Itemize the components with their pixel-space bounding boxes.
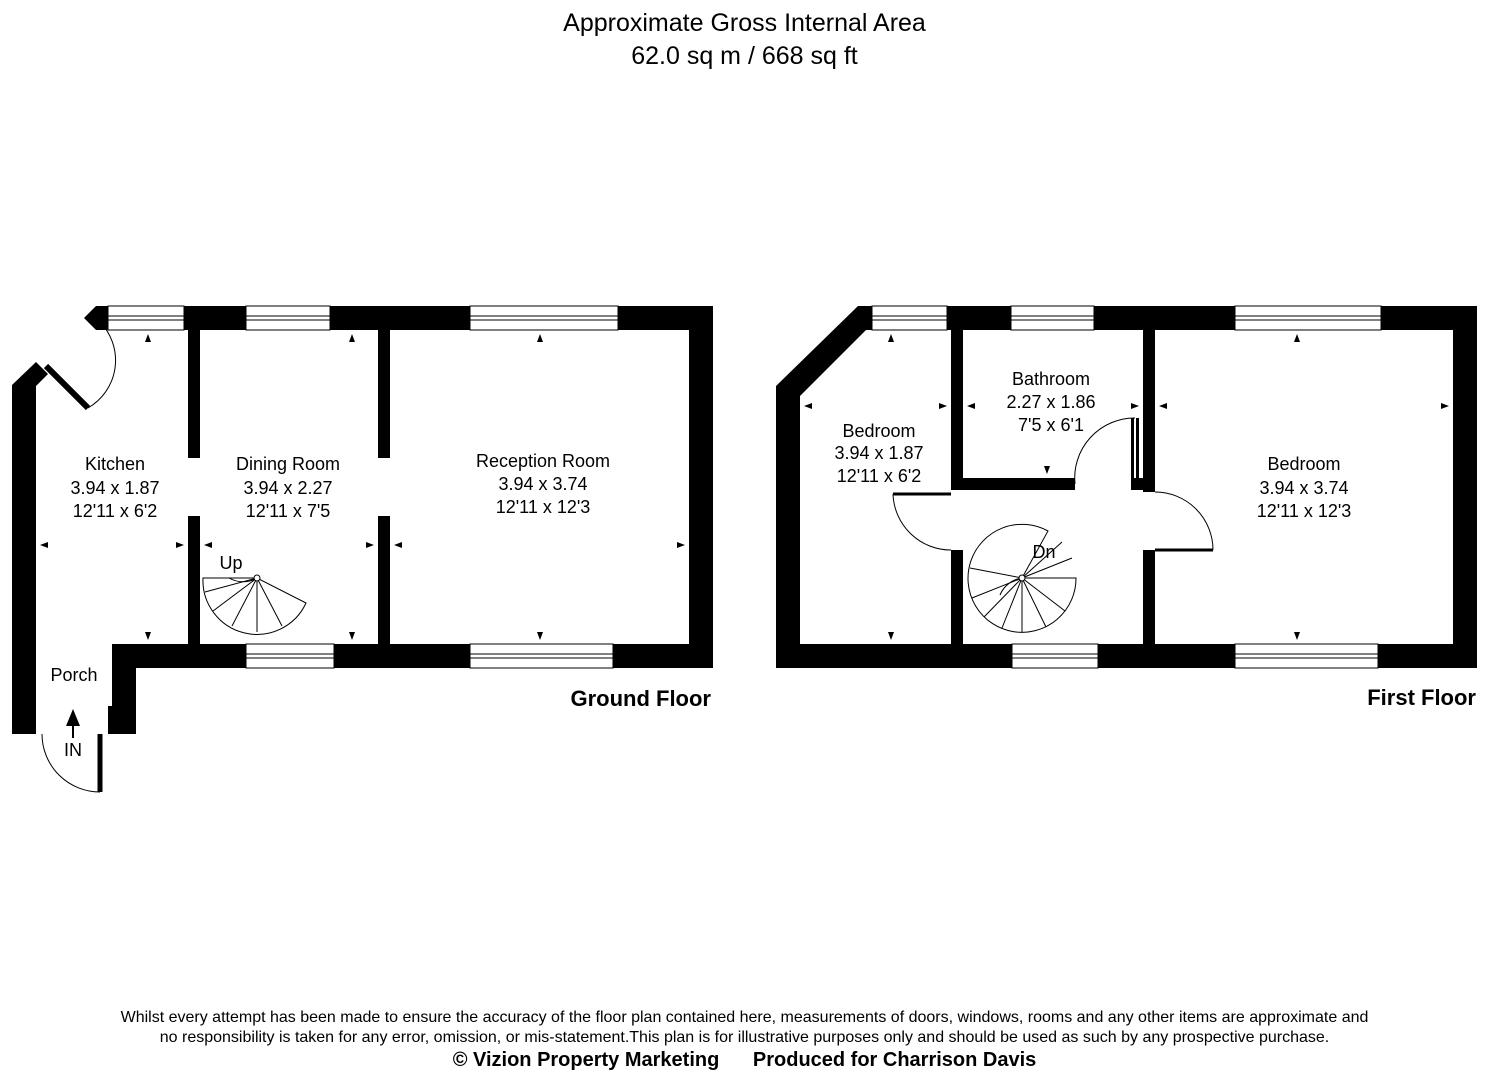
- room-metric: 3.94 x 1.87: [834, 443, 923, 463]
- room-name: Reception Room: [476, 451, 610, 471]
- room-name: Kitchen: [85, 454, 145, 474]
- room-bedroom-small: Bedroom 3.94 x 1.87 12'11 x 6'2: [834, 421, 923, 486]
- room-dining: Dining Room 3.94 x 2.27 12'11 x 7'5: [236, 454, 340, 521]
- copyright-text: © Vizion Property Marketing: [452, 1049, 720, 1071]
- disclaimer-line-1: Whilst every attempt has been made to en…: [120, 1009, 1369, 1026]
- entrance-arrow-icon: [66, 709, 80, 726]
- measure-arrows: [40, 334, 685, 640]
- room-imperial: 12'11 x 6'2: [73, 501, 158, 521]
- room-imperial: 12'11 x 12'3: [1257, 501, 1352, 521]
- entrance-label: IN: [64, 740, 82, 760]
- room-metric: 3.94 x 2.27: [243, 478, 332, 498]
- window: [469, 305, 619, 331]
- stairs-down-icon: [967, 523, 1077, 633]
- area-value: 62.0 sq m / 668 sq ft: [631, 42, 858, 70]
- room-kitchen: Kitchen 3.94 x 1.87 12'11 x 6'2: [70, 454, 159, 521]
- ground-floor-title: Ground Floor: [570, 686, 711, 711]
- room-imperial: 12'11 x 7'5: [246, 501, 331, 521]
- room-metric: 2.27 x 1.86: [1006, 392, 1095, 412]
- area-title: Approximate Gross Internal Area: [563, 9, 926, 37]
- room-name: Dining Room: [236, 454, 340, 474]
- room-bedroom-large: Bedroom 3.94 x 3.74 12'11 x 12'3: [1257, 454, 1352, 521]
- room-name: Porch: [50, 665, 97, 685]
- room-porch: Porch: [50, 665, 97, 685]
- stairs-up-label: Up: [219, 553, 242, 573]
- produced-for-text: Produced for Charrison Davis: [752, 1049, 1037, 1071]
- floor-plan: Kitchen 3.94 x 1.87 12'11 x 6'2 Dining R…: [12, 305, 1477, 793]
- room-imperial: 7'5 x 6'1: [1018, 415, 1084, 435]
- first-floor-title: First Floor: [1367, 685, 1476, 710]
- stairs-down-label: Dn: [1032, 542, 1055, 562]
- window: [469, 643, 614, 669]
- measure-arrows: [804, 334, 1449, 640]
- window: [245, 305, 331, 331]
- room-metric: 3.94 x 1.87: [70, 478, 159, 498]
- window: [1234, 305, 1382, 331]
- room-reception: Reception Room 3.94 x 3.74 12'11 x 12'3: [476, 451, 610, 517]
- room-imperial: 12'11 x 6'2: [837, 466, 922, 486]
- window: [871, 305, 948, 331]
- window: [245, 643, 335, 669]
- window: [1011, 643, 1099, 669]
- room-bathroom: Bathroom 2.27 x 1.86 7'5 x 6'1: [1006, 369, 1095, 435]
- window: [1010, 305, 1095, 331]
- ground-floor-plan: [12, 305, 713, 793]
- room-metric: 3.94 x 3.74: [498, 474, 587, 494]
- credits: © Vizion Property Marketing Produced for…: [0, 1047, 1489, 1073]
- disclaimer-line-2: no responsibility is taken for any error…: [159, 1029, 1330, 1046]
- room-metric: 3.94 x 3.74: [1259, 478, 1348, 498]
- stairs-up-icon: [202, 574, 307, 635]
- first-floor-plan: [776, 305, 1477, 669]
- window: [107, 305, 185, 331]
- window: [1234, 643, 1379, 669]
- room-name: Bathroom: [1012, 369, 1090, 389]
- room-imperial: 12'11 x 12'3: [496, 497, 591, 517]
- room-name: Bedroom: [842, 421, 915, 441]
- room-name: Bedroom: [1267, 454, 1340, 474]
